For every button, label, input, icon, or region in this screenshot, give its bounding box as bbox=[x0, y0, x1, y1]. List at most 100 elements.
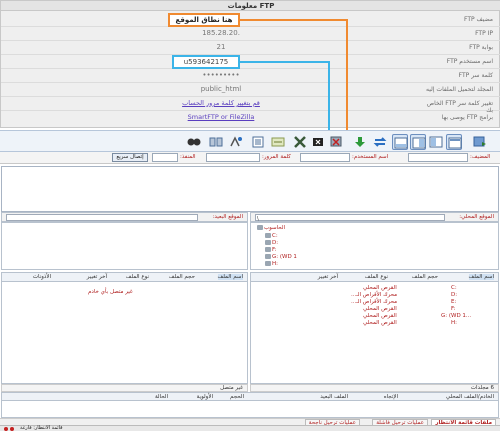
ftp-username-label: اسم مستخدم FTP bbox=[446, 58, 493, 65]
toggle-local-tree-icon[interactable] bbox=[428, 134, 444, 150]
queue-status-text: قائمة الانتظار: فارغة bbox=[20, 425, 63, 431]
host-connector-line bbox=[240, 19, 348, 21]
remote-col-modified[interactable]: آخر تغيير bbox=[86, 274, 107, 280]
ftp-password-value: ••••••••• bbox=[202, 71, 240, 79]
quickconnect-bar: المضيف: اسم المستخدم: كلمة المرور: المنف… bbox=[0, 152, 500, 164]
remote-site-label: الموقع البعيد: bbox=[212, 214, 243, 220]
local-row-name[interactable]: C: bbox=[451, 285, 457, 291]
remote-col-size[interactable]: حجم الملف bbox=[168, 274, 195, 280]
reconnect-icon[interactable] bbox=[292, 134, 308, 150]
ftp-recommended-label: برامج FTP يوصى بها bbox=[441, 114, 493, 121]
ftp-port-label: بوابة FTP bbox=[469, 44, 493, 51]
ftp-change-password-label: تغيير كلمة سر FTP الخاص بك bbox=[426, 100, 493, 114]
remote-col-filename[interactable]: اسم الملف bbox=[217, 274, 243, 280]
local-site-path-input[interactable]: \ bbox=[255, 214, 445, 222]
local-col-type[interactable]: نوع الملف bbox=[364, 274, 388, 280]
status-indicator-icon bbox=[4, 427, 8, 431]
tree-item-computer[interactable]: الحاسوب bbox=[257, 225, 285, 231]
tree-item-g[interactable]: G: (WD 1 bbox=[265, 254, 297, 260]
remote-site-bar: الموقع البعيد: bbox=[1, 212, 248, 222]
toggle-message-log-icon[interactable] bbox=[446, 134, 462, 150]
ftp-password-label: كلمة سر FTP bbox=[458, 72, 493, 79]
queue-col-status[interactable]: الحالة bbox=[154, 394, 168, 400]
password-input[interactable] bbox=[206, 153, 260, 162]
local-row-name[interactable]: E: bbox=[451, 299, 457, 305]
remote-col-permissions[interactable]: الأذونات bbox=[32, 274, 51, 280]
drive-icon bbox=[265, 247, 271, 252]
ftp-ip-label: FTP IP bbox=[475, 30, 493, 37]
remote-site-path-input[interactable] bbox=[6, 214, 198, 221]
queue-col-priority[interactable]: الأولوية bbox=[196, 394, 213, 400]
ftp-recommended-row: برامج FTP يوصى بها SmartFTP or FileZilla bbox=[1, 111, 500, 125]
main-toolbar bbox=[0, 130, 500, 152]
host-input[interactable] bbox=[408, 153, 468, 162]
queue-header: الخادم/الملف المحلي الإتجاه الملف البعيد… bbox=[2, 393, 498, 401]
local-site-bar: الموقع المحلي: \ bbox=[250, 212, 499, 222]
local-row-type: محرك الأقراص الـ... bbox=[351, 292, 398, 298]
transfer-queue[interactable]: الخادم/الملف المحلي الإتجاه الملف البعيد… bbox=[1, 392, 499, 418]
ftp-host-label: مضيف FTP bbox=[464, 16, 493, 23]
disconnect-icon[interactable] bbox=[310, 134, 326, 150]
local-site-label: الموقع المحلي: bbox=[459, 214, 494, 220]
ftp-password-row: كلمة سر FTP ••••••••• bbox=[1, 69, 500, 83]
queue-col-local-file[interactable]: الخادم/الملف المحلي bbox=[445, 394, 494, 400]
cancel-icon[interactable] bbox=[328, 134, 344, 150]
ftp-host-row: مضيف FTP bbox=[1, 13, 500, 27]
quickconnect-button[interactable]: إتصال سريع bbox=[112, 153, 148, 162]
ftp-port-value: 21 bbox=[216, 43, 226, 51]
tree-item-c[interactable]: C: bbox=[265, 233, 278, 239]
local-row-type: القرص المحلي bbox=[363, 313, 397, 319]
queue-col-size[interactable]: الحجم bbox=[230, 394, 244, 400]
port-input[interactable] bbox=[152, 153, 178, 162]
remote-directory-tree[interactable] bbox=[1, 222, 248, 270]
compare-icon[interactable] bbox=[250, 134, 266, 150]
local-list-header: اسم الملف حجم الملف نوع الملف آخر تغيير bbox=[251, 273, 498, 282]
local-list-status: 6 مجلدات bbox=[250, 384, 499, 392]
site-manager-icon[interactable] bbox=[472, 134, 488, 150]
ftp-upload-folder-row: المجلد لتحميل الملفات إليه public_html bbox=[1, 83, 500, 97]
not-connected-message: غير متصل بأي خادم bbox=[88, 289, 133, 295]
ftp-upload-folder-value: public_html bbox=[200, 85, 242, 93]
username-connector-line bbox=[240, 61, 330, 63]
local-file-list[interactable]: اسم الملف حجم الملف نوع الملف آخر تغيير … bbox=[250, 272, 499, 384]
local-row-name[interactable]: G: (WD 1... bbox=[441, 313, 472, 319]
drive-icon bbox=[265, 233, 271, 238]
local-directory-tree[interactable]: الحاسوب C: D: F: G: (WD 1 H: bbox=[250, 222, 499, 270]
ftp-username-value: u593642175 bbox=[172, 55, 240, 69]
username-input[interactable] bbox=[300, 153, 350, 162]
toggle-queue-icon[interactable] bbox=[392, 134, 408, 150]
host-connector-line-vertical bbox=[346, 19, 348, 161]
ftp-username-row: اسم مستخدم FTP bbox=[1, 55, 500, 69]
process-queue-icon[interactable] bbox=[354, 134, 370, 150]
local-row-name[interactable]: F: bbox=[451, 306, 456, 312]
tree-item-d[interactable]: D: bbox=[265, 240, 278, 246]
queue-col-direction[interactable]: الإتجاه bbox=[383, 394, 398, 400]
refresh-icon[interactable] bbox=[372, 134, 388, 150]
drive-icon bbox=[265, 261, 271, 266]
host-label: المضيف: bbox=[470, 154, 491, 160]
queue-col-remote-file[interactable]: الملف البعيد bbox=[320, 394, 348, 400]
remote-file-list[interactable]: اسم الملف حجم الملف نوع الملف آخر تغيير … bbox=[1, 272, 248, 384]
remote-col-type[interactable]: نوع الملف bbox=[125, 274, 149, 280]
local-site-path: \ bbox=[257, 216, 259, 222]
remote-list-header: اسم الملف حجم الملف نوع الملف آخر تغيير … bbox=[2, 273, 247, 282]
filter-icon[interactable] bbox=[270, 134, 286, 150]
recommended-clients-link[interactable]: SmartFTP or FileZilla bbox=[187, 113, 255, 121]
toggle-remote-tree-icon[interactable] bbox=[410, 134, 426, 150]
message-log[interactable] bbox=[1, 166, 499, 212]
change-password-link[interactable]: قم بتغيير كلمة مرور الحساب bbox=[182, 99, 260, 107]
dir-compare-icon[interactable] bbox=[208, 134, 224, 150]
ftp-ip-value: 185.28.20. bbox=[202, 29, 240, 37]
ftp-info-title: معلومات FTP bbox=[1, 1, 500, 11]
sync-browse-icon[interactable] bbox=[228, 134, 244, 150]
local-row-name[interactable]: H: bbox=[451, 320, 457, 326]
remote-list-status: غير متصل bbox=[1, 384, 248, 392]
tree-item-h[interactable]: H: bbox=[265, 261, 278, 267]
local-col-size[interactable]: حجم الملف bbox=[411, 274, 438, 280]
local-col-filename[interactable]: اسم الملف bbox=[468, 274, 494, 280]
local-row-type: القرص المحلي bbox=[363, 306, 397, 312]
local-col-modified[interactable]: آخر تغيير bbox=[317, 274, 338, 280]
tree-item-f[interactable]: F: bbox=[265, 247, 277, 253]
search-icon[interactable] bbox=[186, 134, 202, 150]
local-row-name[interactable]: D: bbox=[451, 292, 458, 298]
